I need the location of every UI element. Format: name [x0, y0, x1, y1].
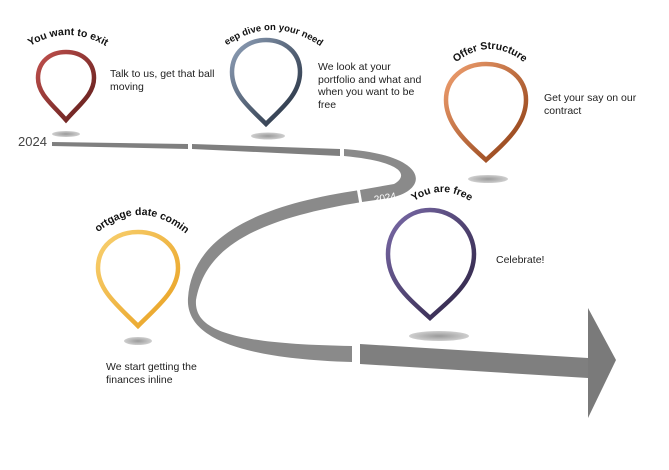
- road-segment-top: [52, 142, 188, 149]
- road-gap: [356, 185, 363, 207]
- milestone-description-5: Celebrate!: [496, 254, 545, 266]
- milestone-description-4: We start getting the finances inline: [106, 361, 197, 386]
- map-pin-icon: [443, 61, 529, 164]
- road-arrowhead: [588, 308, 616, 418]
- pin-shadow-5: [409, 331, 469, 341]
- pin-shadow-1: [52, 131, 80, 137]
- pin-shadow-4: [124, 337, 152, 345]
- pin-shadow-3: [468, 175, 508, 183]
- timeline-road: [52, 142, 616, 418]
- road-segment-top-2: [192, 144, 340, 156]
- milestone-title-1: You want to exit: [26, 26, 111, 49]
- map-pin-icon: [385, 207, 477, 322]
- pin-shadow-2: [251, 132, 285, 140]
- road-curve: [187, 149, 416, 362]
- milestone-title-5: You are free: [409, 183, 475, 204]
- timeline-start-year: 2024: [18, 134, 47, 149]
- milestone-description-1: Talk to us, get that ball moving: [110, 68, 215, 93]
- milestone-description-3: Get your say on our contract: [544, 92, 637, 117]
- map-pin-icon: [229, 37, 303, 128]
- milestone-description-2: We look at your portfolio and what and w…: [318, 61, 422, 111]
- road-segment-bottom: [360, 344, 588, 378]
- milestone-title-3: Offer Structure: [451, 40, 530, 65]
- map-pin-icon: [95, 229, 181, 330]
- map-pin-icon: [35, 49, 97, 124]
